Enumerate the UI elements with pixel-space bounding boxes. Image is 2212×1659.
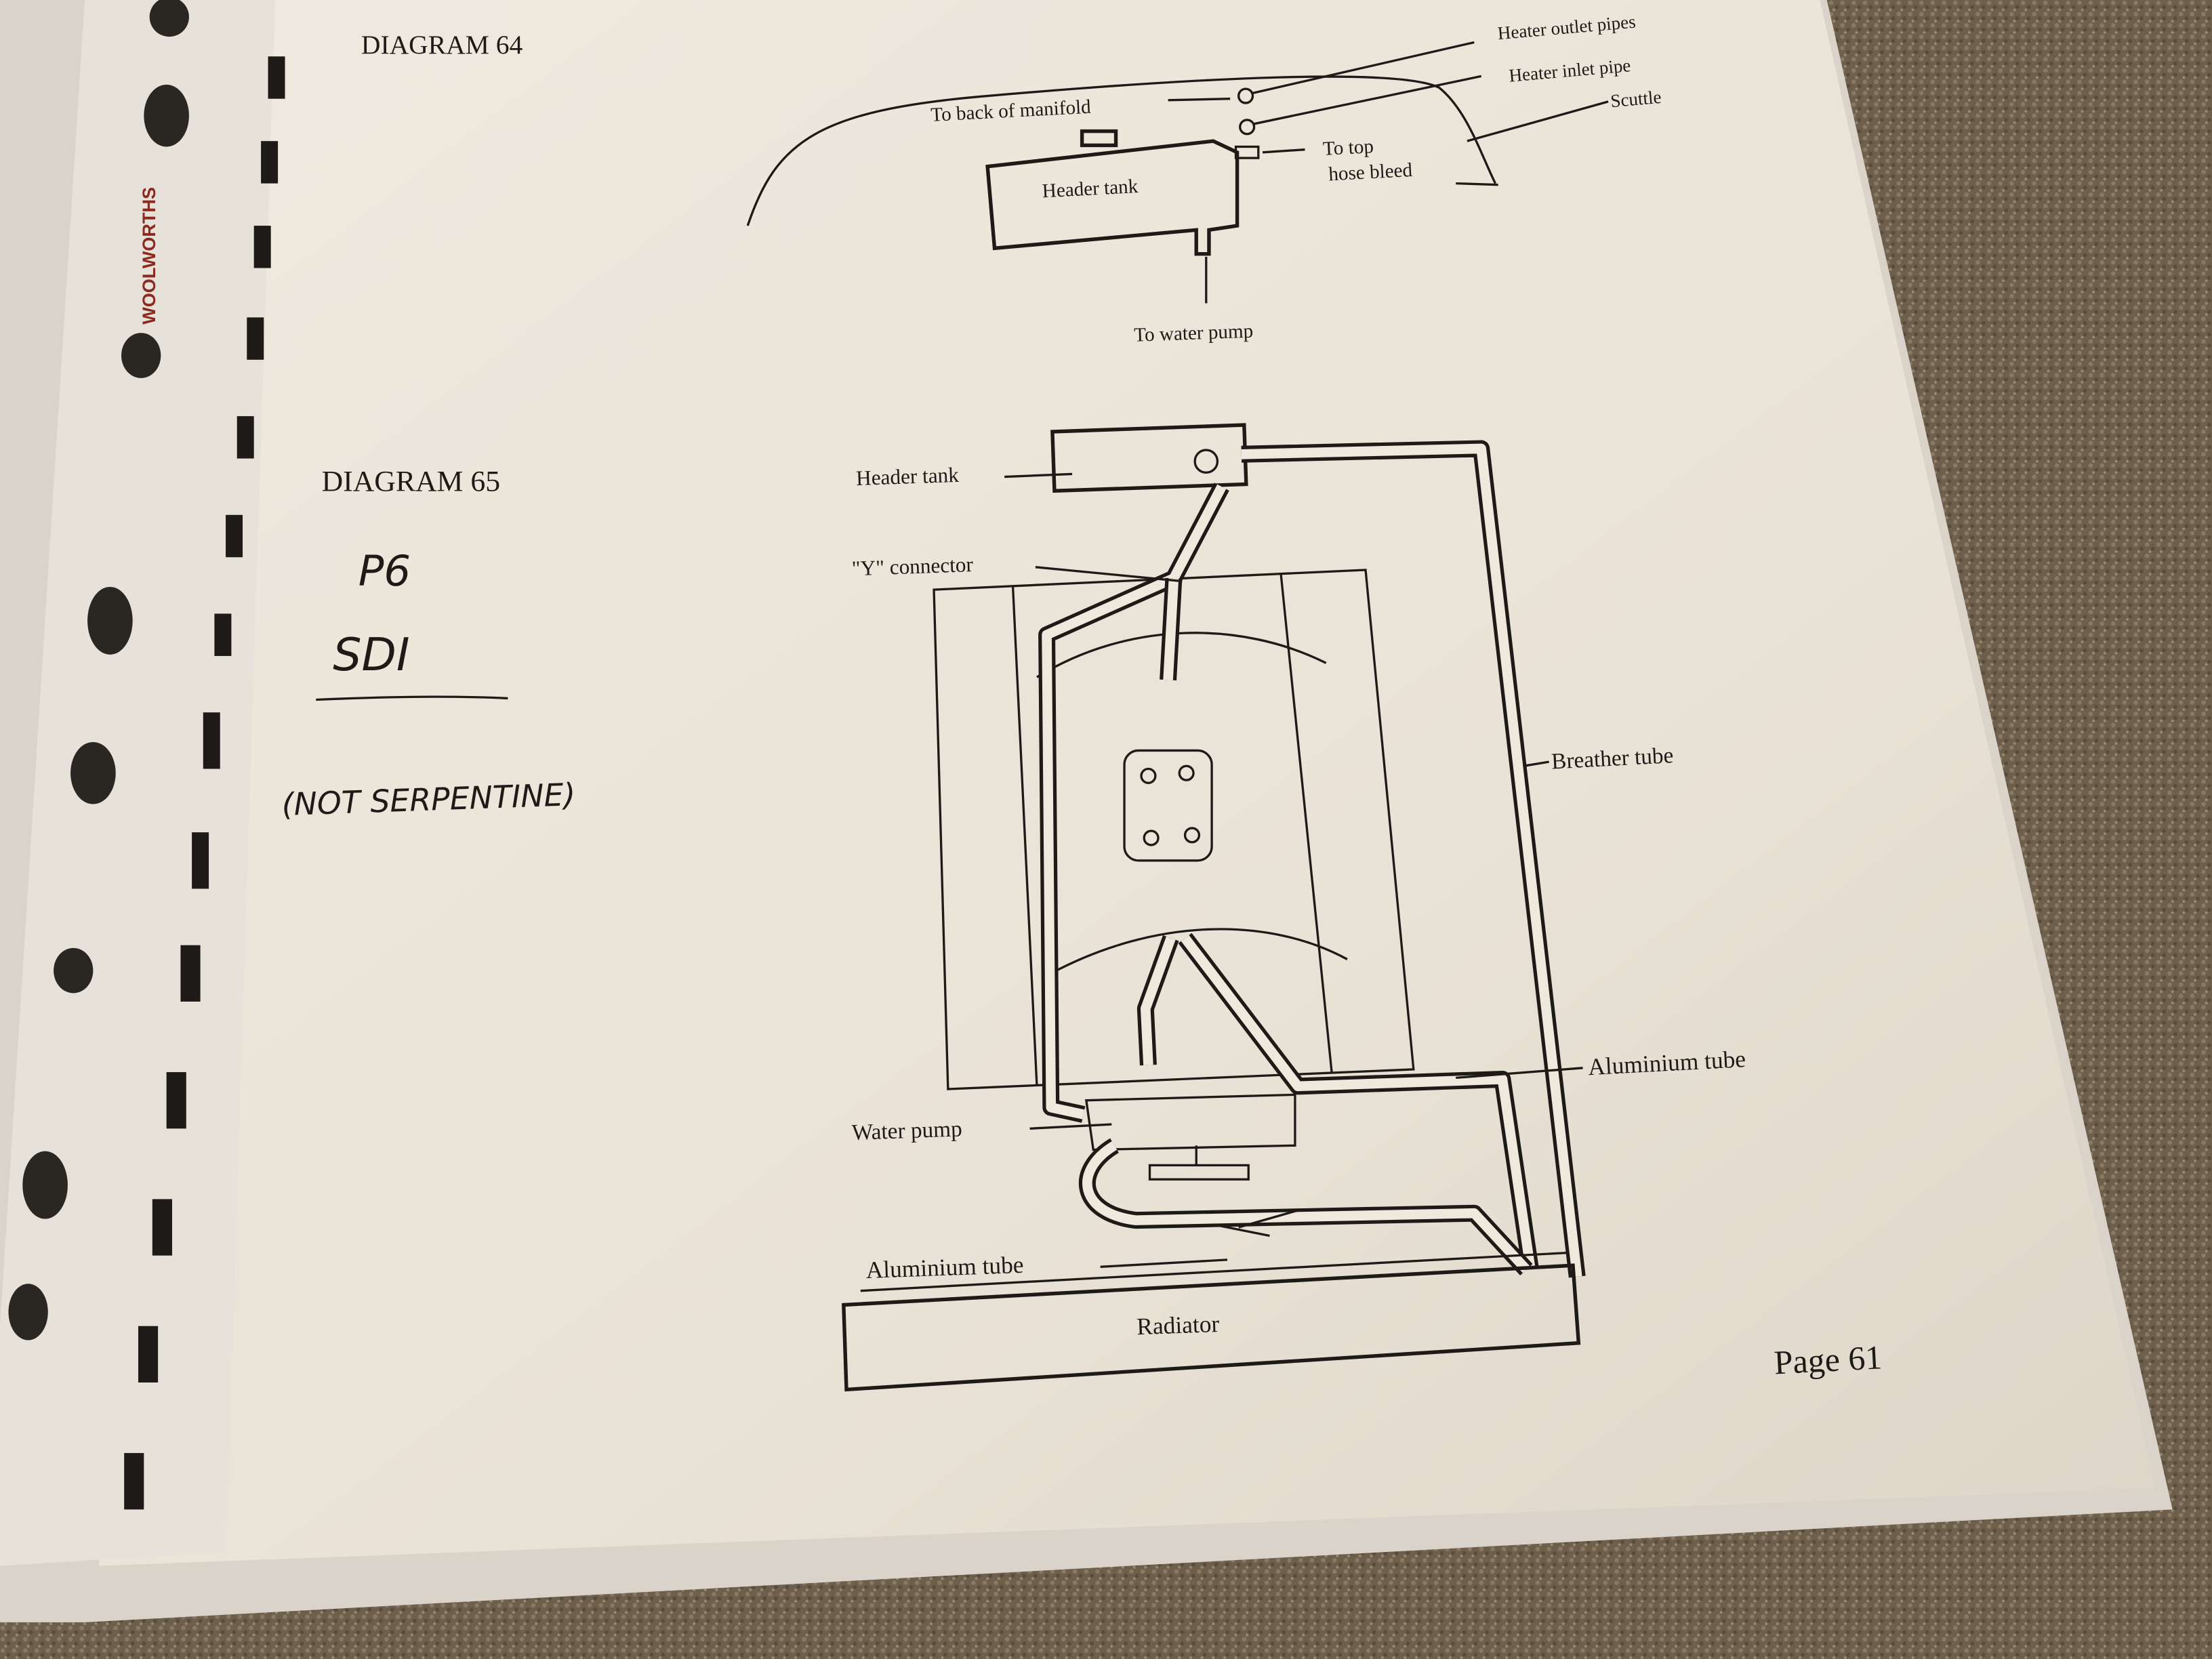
heater-outlet-pipe bbox=[1237, 87, 1254, 104]
binder-brand-logo: WOOLWORTHS bbox=[139, 187, 159, 325]
header-tank-label-65: Header tank bbox=[856, 463, 960, 490]
handwritten-sdi: SDI bbox=[333, 628, 409, 681]
radiator-label: Radiator bbox=[1136, 1310, 1220, 1340]
handwritten-underline bbox=[316, 695, 508, 701]
binder-strip: WOOLWORTHS bbox=[0, 0, 285, 1566]
hose-bleed-label: hose bleed bbox=[1328, 159, 1414, 185]
engine-block bbox=[933, 569, 1415, 1181]
y-connector-label: "Y" connector bbox=[851, 552, 974, 580]
scuttle-label: Scuttle bbox=[1610, 87, 1662, 111]
diagram-65: DIAGRAM 65 bbox=[322, 423, 1746, 1392]
aluminium-tube-bottom-label: Aluminium tube bbox=[865, 1251, 1024, 1284]
to-top-label: To top bbox=[1322, 136, 1374, 160]
page-number: Page 61 bbox=[1773, 1338, 1883, 1381]
header-tank-label-64: Header tank bbox=[1042, 176, 1139, 202]
scuttle-outline bbox=[746, 75, 1498, 226]
diagram-65-title: DIAGRAM 65 bbox=[322, 465, 500, 497]
diagram-64-title: DIAGRAM 64 bbox=[361, 30, 523, 60]
coolant-pipes bbox=[1038, 440, 1586, 1278]
header-tank-64 bbox=[985, 129, 1260, 256]
handwritten-p6: P6 bbox=[359, 546, 411, 596]
to-water-pump-label: To water pump bbox=[1134, 321, 1254, 346]
radiator bbox=[842, 1251, 1581, 1392]
heater-inlet-pipe bbox=[1239, 119, 1256, 136]
water-pump-label: Water pump bbox=[851, 1116, 962, 1145]
paper-sheet bbox=[98, 0, 2156, 1566]
